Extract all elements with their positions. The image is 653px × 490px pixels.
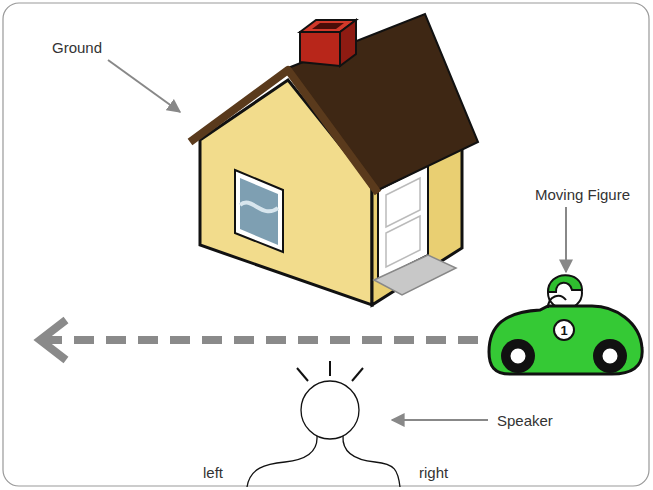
house-step	[374, 255, 456, 295]
house-window-glint	[240, 203, 278, 212]
house-window-frame	[235, 170, 283, 252]
driver-helmet	[548, 275, 582, 292]
car-body	[489, 306, 642, 374]
frame	[3, 3, 649, 486]
leader-line	[565, 207, 567, 272]
house-chimney	[300, 32, 340, 66]
car-wheel	[501, 339, 535, 373]
motion-path	[45, 336, 478, 344]
part-label: Ground	[52, 40, 102, 55]
speaker-shoulder	[247, 436, 317, 487]
speaker-gaze-tick	[297, 368, 308, 381]
house-chimney-side	[340, 20, 356, 66]
motion-arrowhead	[40, 320, 66, 360]
part-label: Moving Figure	[535, 187, 630, 202]
speaker-gaze-tick	[329, 361, 331, 376]
side-label: left	[203, 465, 223, 480]
leader-line	[392, 419, 488, 421]
house-door-panel	[386, 216, 420, 267]
car-hubcap	[509, 347, 527, 365]
car-number-badge	[554, 320, 574, 340]
car-hubcap	[601, 347, 619, 365]
house-roof-trim	[190, 70, 378, 193]
callout-number: 1	[560, 324, 567, 337]
part-label: Speaker	[497, 413, 553, 428]
house-door-panel	[386, 178, 420, 227]
speaker-head	[301, 381, 359, 439]
car-seat	[548, 296, 566, 308]
speaker-shoulder	[343, 436, 400, 487]
speaker-gaze-tick	[352, 368, 363, 381]
side-label: right	[419, 465, 448, 480]
house-window-glass	[240, 178, 278, 245]
house-chimney-hole	[312, 23, 344, 29]
car-wheel	[593, 339, 627, 373]
leader-line	[108, 60, 180, 112]
